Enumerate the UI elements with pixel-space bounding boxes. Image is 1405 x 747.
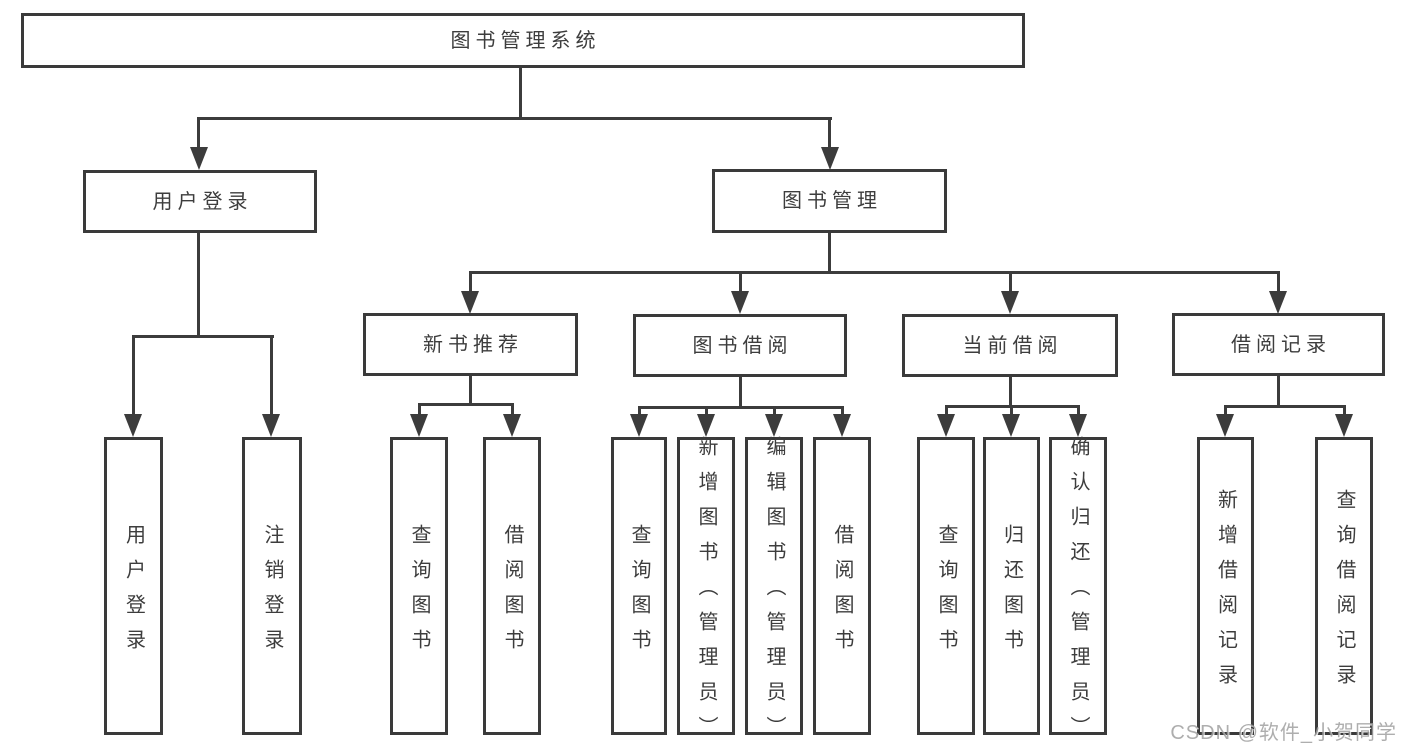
leaf-query-books-recommend: 查询图书 (390, 437, 448, 735)
arrowhead-down-icon (410, 414, 428, 437)
connector-root-stem (519, 68, 522, 118)
connector-drop-user-login (197, 117, 200, 149)
leaf-label: 新增借阅记录 (1214, 488, 1237, 699)
leaf-label: 确认归还（管理员） (1067, 436, 1089, 747)
node-book-borrowing: 图书借阅 (633, 314, 847, 377)
leaf-borrow-books-recommend: 借阅图书 (483, 437, 541, 735)
leaf-add-books-admin: 新增图书（管理员） (677, 436, 735, 747)
connector-drop-leaf (1343, 405, 1346, 416)
node-user-login: 用户登录 (83, 170, 317, 233)
connector-drop-leaf (1224, 405, 1227, 416)
connector-drop-leaf (511, 403, 514, 416)
connector-book-mgmt-stem (828, 233, 831, 273)
leaf-query-books-current: 查询图书 (917, 437, 975, 735)
connector-current-borrow-stem (1009, 377, 1012, 406)
node-label: 图书借阅 (692, 334, 793, 357)
leaf-edit-books-admin: 编辑图书（管理员） (745, 436, 803, 747)
leaf-label: 查询图书 (628, 523, 650, 664)
leaf-label: 借阅图书 (501, 523, 523, 664)
leaf-add-borrow-record: 新增借阅记录 (1197, 437, 1254, 735)
node-library-management-system: 图书管理系统 (21, 13, 1025, 68)
leaf-label: 借阅图书 (831, 523, 853, 664)
connector-drop-book-borrow (739, 271, 742, 293)
leaf-query-borrow-record: 查询借阅记录 (1315, 437, 1373, 735)
arrowhead-down-icon (190, 147, 208, 170)
node-label: 用户登录 (152, 190, 253, 213)
arrowhead-down-icon (1069, 414, 1087, 437)
node-label: 图书管理系统 (450, 29, 601, 52)
leaf-confirm-return-admin: 确认归还（管理员） (1049, 436, 1107, 747)
arrowhead-down-icon (461, 291, 479, 314)
node-label: 图书管理 (782, 190, 882, 212)
connector-user-login-stem (197, 233, 200, 338)
arrowhead-down-icon (124, 414, 142, 437)
arrowhead-down-icon (503, 414, 521, 437)
node-label: 新书推荐 (423, 333, 523, 356)
node-new-book-recommend: 新书推荐 (363, 313, 578, 376)
arrowhead-down-icon (1216, 414, 1234, 437)
leaf-label: 查询借阅记录 (1333, 488, 1355, 699)
connector-book-borrow-hbar (638, 406, 844, 409)
node-borrowing-records: 借阅记录 (1172, 313, 1385, 376)
connector-user-login-hbar (132, 335, 274, 338)
connector-drop-leaf (1010, 405, 1013, 416)
arrowhead-down-icon (1002, 414, 1020, 437)
connector-drop-leaf (705, 406, 708, 416)
arrowhead-down-icon (630, 414, 648, 437)
connector-records-stem (1277, 376, 1280, 406)
leaf-query-books-borrowing: 查询图书 (611, 437, 667, 735)
leaf-return-books: 归还图书 (983, 437, 1040, 735)
arrowhead-down-icon (731, 291, 749, 314)
arrowhead-down-icon (821, 147, 839, 170)
node-current-borrowing: 当前借阅 (902, 314, 1118, 377)
leaf-borrow-books: 借阅图书 (813, 437, 871, 735)
leaf-label: 编辑图书（管理员） (763, 436, 785, 747)
connector-drop-leaf (1077, 405, 1080, 416)
leaf-logout: 注销登录 (242, 437, 302, 735)
connector-drop-book-management (828, 117, 831, 149)
arrowhead-down-icon (1269, 291, 1287, 314)
arrowhead-down-icon (765, 414, 783, 437)
leaf-label: 查询图书 (408, 523, 430, 664)
connector-book-mgmt-hbar (469, 271, 1280, 274)
csdn-watermark: CSDN @软件_小贺同学 (1170, 722, 1397, 744)
arrowhead-down-icon (262, 414, 280, 437)
leaf-label: 归还图书 (1000, 523, 1023, 664)
arrowhead-down-icon (937, 414, 955, 437)
connector-records-hbar (1224, 405, 1346, 408)
node-book-management: 图书管理 (712, 169, 947, 233)
connector-new-books-stem (469, 376, 472, 404)
connector-drop-leaf (773, 406, 776, 416)
node-label: 借阅记录 (1231, 333, 1331, 356)
leaf-label: 查询图书 (935, 523, 957, 664)
connector-drop-leaf (638, 406, 641, 416)
connector-new-books-hbar (418, 403, 514, 406)
connector-drop-leaf (270, 335, 273, 416)
connector-drop-new-books (469, 271, 472, 293)
connector-drop-borrow-records (1277, 271, 1280, 293)
connector-drop-current-borrow (1009, 271, 1012, 293)
connector-drop-leaf (418, 403, 421, 416)
arrowhead-down-icon (697, 414, 715, 437)
arrowhead-down-icon (1335, 414, 1353, 437)
connector-root-hbar (197, 117, 832, 120)
leaf-label: 用户登录 (122, 523, 145, 664)
connector-drop-leaf (945, 405, 948, 416)
leaf-label: 新增图书（管理员） (695, 436, 717, 747)
arrowhead-down-icon (1001, 291, 1019, 314)
connector-drop-leaf (841, 406, 844, 416)
node-label: 当前借阅 (962, 334, 1063, 357)
leaf-user-login: 用户登录 (104, 437, 163, 735)
connector-book-borrow-stem (739, 377, 742, 407)
arrowhead-down-icon (833, 414, 851, 437)
leaf-label: 注销登录 (261, 523, 283, 664)
connector-drop-leaf (132, 335, 135, 416)
